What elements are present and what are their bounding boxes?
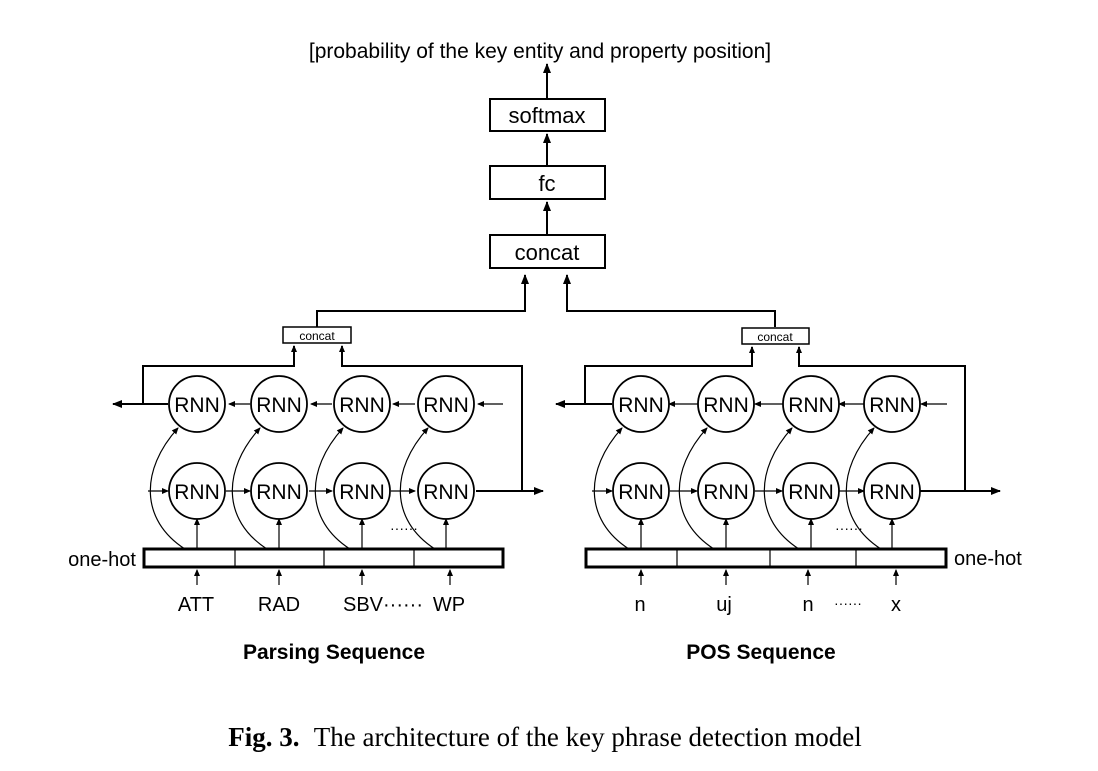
pos-rnn-top-2: RNN [697,375,755,433]
rnn-label: RNN [423,394,469,417]
rnn-label: RNN [339,481,385,504]
pos-rnn-bottom-4: RNN [863,462,921,520]
pos-rnn-top-4: RNN [863,375,921,433]
output-label: [probability of the key entity and prope… [309,40,771,63]
parsing-input-2: RAD [258,594,300,616]
pos-input-1: n [634,594,645,616]
parsing-ellipsis: ······ [390,520,418,536]
pos-input-2: uj [716,594,732,616]
pos-small-concat-label: concat [757,330,793,344]
pos-rnn-bottom-1: RNN [612,462,670,520]
rnn-label: RNN [788,394,834,417]
parsing-rnn-top-1: RNN [168,375,226,433]
pos-small-concat [741,327,810,345]
rnn-label: RNN [703,394,749,417]
fc-label: fc [538,171,555,196]
softmax-label: softmax [508,103,585,128]
rnn-label: RNN [256,481,302,504]
parsing-input-3: SBV······ [343,594,423,616]
rnn-label: RNN [618,481,664,504]
parsing-rnn-bottom-2: RNN [250,462,308,520]
fc-block [489,165,606,200]
parsing-rnn-top-3: RNN [333,375,391,433]
parsing-input-1: ATT [178,594,214,616]
figure-caption-text: The architecture of the key phrase detec… [314,722,862,752]
parsing-rnn-top-4: RNN [417,375,475,433]
rnn-label: RNN [703,481,749,504]
pos-rnn-bottom-2: RNN [697,462,755,520]
pos-input-3: n [802,594,813,616]
pos-sequence-title: POS Sequence [686,641,835,664]
rnn-label: RNN [423,481,469,504]
pos-one-hot-label: one-hot [954,548,1022,570]
pos-input-4: x [891,594,901,616]
parsing-input-4: WP [433,594,465,616]
parsing-rnn-bottom-3: RNN [333,462,391,520]
parsing-rnn-bottom-1: RNN [168,462,226,520]
rnn-label: RNN [174,394,220,417]
pos-input-ellipsis: ······ [834,595,862,611]
rnn-label: RNN [869,394,915,417]
pos-rnn-top-1: RNN [612,375,670,433]
concat-block [489,234,606,269]
figure-caption: Fig. 3. The architecture of the key phra… [228,722,862,752]
parsing-rnn-top-2: RNN [250,375,308,433]
rnn-label: RNN [788,481,834,504]
pos-one-hot-bar [584,547,948,569]
parsing-small-concat-label: concat [299,329,335,343]
pos-rnn-bottom-3: RNN [782,462,840,520]
concat-label: concat [515,240,580,265]
pos-ellipsis: ······ [835,520,863,536]
rnn-label: RNN [256,394,302,417]
parsing-rnn-bottom-4: RNN [417,462,475,520]
rnn-label: RNN [869,481,915,504]
parsing-small-concat [282,326,352,344]
softmax-block [489,98,606,132]
rnn-label: RNN [618,394,664,417]
pos-rnn-top-3: RNN [782,375,840,433]
rnn-label: RNN [174,481,220,504]
rnn-label: RNN [339,394,385,417]
parsing-one-hot-label: one-hot [68,549,136,571]
parsing-sequence-title: Parsing Sequence [243,641,425,664]
figure-caption-label: Fig. 3. [228,722,299,752]
